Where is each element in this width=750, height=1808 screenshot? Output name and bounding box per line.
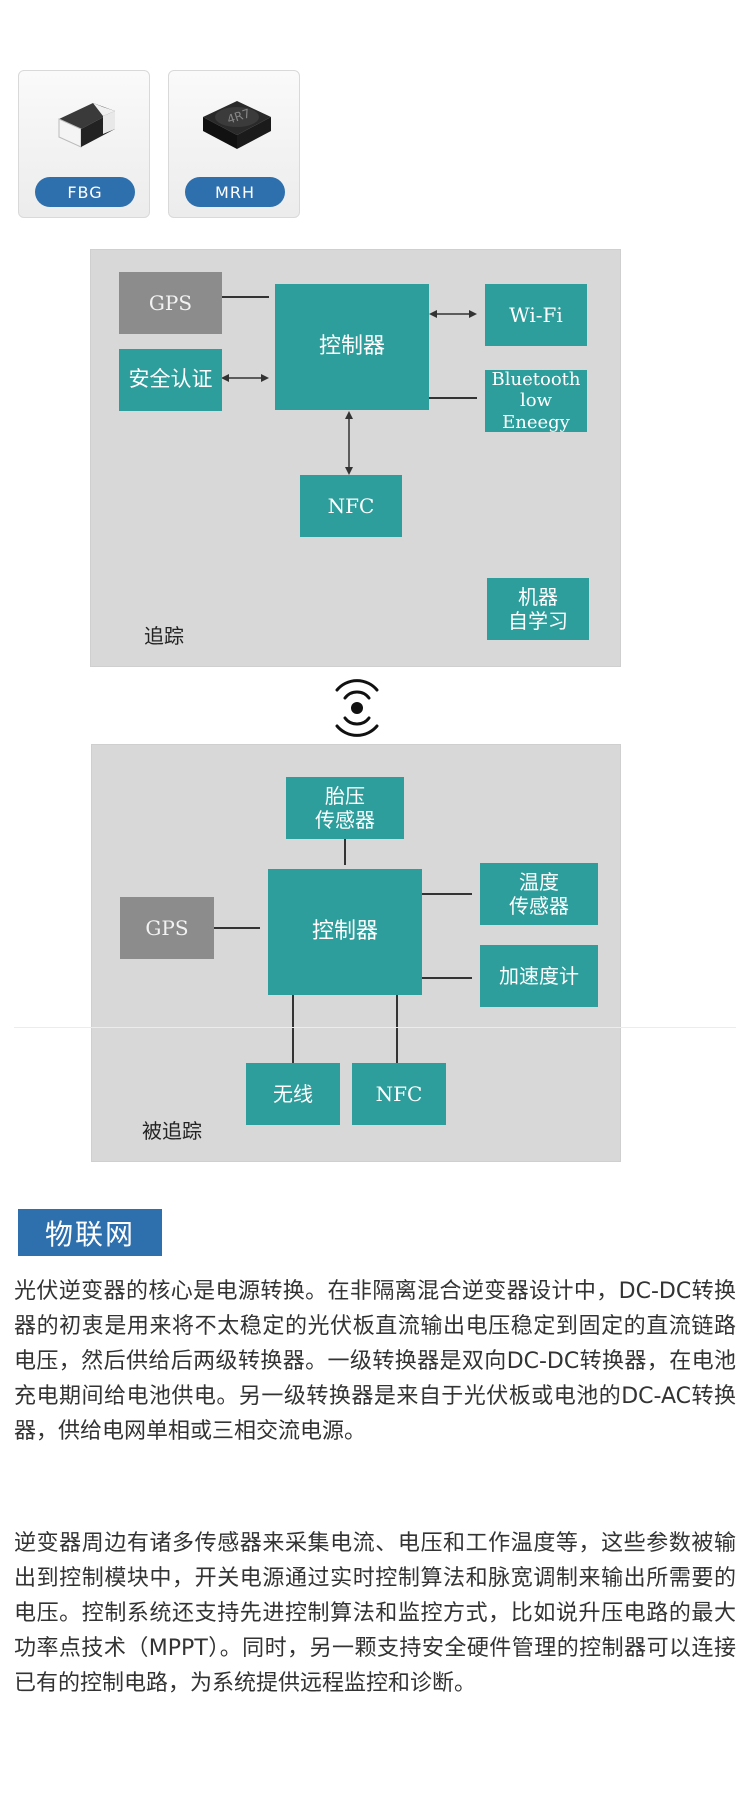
accelerometer-label: 加速度计 — [499, 964, 579, 988]
tracking-nfc-box: NFC — [300, 475, 402, 537]
tracked-panel-label: 被追踪 — [142, 1119, 202, 1143]
tracking-bluetooth-label-2: low Eneegy — [502, 390, 570, 433]
power-inductor-icon: 4R7 — [203, 101, 271, 149]
connector-gps-controller-2 — [214, 927, 260, 929]
connector-bluetooth-controller — [429, 397, 477, 399]
tracked-diagram: 胎压 传感器 控制器 GPS 温度 传感器 加速度计 无线 NFC 被追踪 — [91, 744, 621, 1162]
connector-controller-wireless — [292, 995, 294, 1063]
wireless-signal-icon — [335, 679, 379, 737]
product-label-mrh: MRH — [185, 177, 285, 207]
tracking-gps-label: GPS — [148, 291, 193, 315]
connector-gps-controller — [221, 296, 269, 298]
temp-sensor-label-1: 温度 — [519, 870, 559, 894]
tracked-gps-box: GPS — [120, 897, 214, 959]
connector-tire-controller — [344, 839, 346, 865]
tracking-ml-box: 机器 自学习 — [487, 578, 589, 640]
tracked-controller-label: 控制器 — [311, 918, 378, 944]
tracked-nfc-box: NFC — [352, 1063, 446, 1125]
accelerometer-box: 加速度计 — [480, 945, 598, 1007]
tracking-panel-label: 追踪 — [144, 624, 184, 648]
tire-sensor-label-2: 传感器 — [315, 808, 375, 832]
tracked-controller-box: 控制器 — [268, 869, 422, 995]
arrow-controller-wifi — [429, 310, 477, 318]
tracking-controller-box: 控制器 — [275, 284, 429, 410]
tracking-ml-label-2: 自学习 — [508, 609, 568, 633]
connector-controller-nfc — [396, 995, 398, 1063]
tracked-nfc-label: NFC — [375, 1082, 423, 1106]
arrow-auth-controller — [221, 374, 269, 382]
temp-sensor-label-2: 传感器 — [509, 894, 569, 918]
connector-controller-accel — [422, 977, 472, 979]
wireless-box: 无线 — [246, 1063, 340, 1125]
tracking-diagram: GPS 控制器 安全认证 Wi-Fi Bluetooth low Eneegy … — [90, 249, 621, 667]
product-label-fbg: FBG — [35, 177, 135, 207]
section-divider — [14, 1027, 736, 1028]
temp-sensor-box: 温度 传感器 — [480, 863, 598, 925]
connector-controller-temp — [422, 893, 472, 895]
article-paragraph-1: 光伏逆变器的核心是电源转换。在非隔离混合逆变器设计中，DC-DC转换器的初衷是用… — [14, 1279, 736, 1444]
tire-sensor-label-1: 胎压 — [325, 784, 365, 808]
tire-sensor-box: 胎压 传感器 — [286, 777, 404, 839]
tracking-controller-label: 控制器 — [318, 333, 385, 359]
arrow-controller-nfc — [345, 411, 353, 475]
tracking-wifi-box: Wi-Fi — [485, 284, 587, 346]
tracking-nfc-label: NFC — [327, 494, 375, 518]
chip-resistor-icon — [58, 103, 115, 148]
tracked-gps-label: GPS — [145, 916, 189, 940]
tracking-bluetooth-label-1: Bluetooth — [491, 368, 581, 390]
tracking-wifi-label: Wi-Fi — [509, 303, 563, 327]
wireless-label: 无线 — [273, 1082, 313, 1106]
tracking-auth-label: 安全认证 — [128, 367, 213, 392]
tracking-auth-box: 安全认证 — [119, 349, 222, 411]
tracking-bluetooth-box: Bluetooth low Eneegy — [485, 368, 587, 433]
product-card-fbg[interactable]: FBG — [18, 70, 150, 218]
article-paragraph-2: 逆变器周边有诸多传感器来采集电流、电压和工作温度等，这些参数被输出到控制模块中，… — [14, 1531, 736, 1696]
section-title: 物联网 — [18, 1209, 162, 1256]
tracking-ml-label-1: 机器 — [518, 585, 558, 609]
product-card-mrh[interactable]: 4R7 MRH — [168, 70, 300, 218]
inductor-marking: 4R7 — [225, 106, 252, 127]
tracking-gps-box: GPS — [119, 272, 222, 334]
